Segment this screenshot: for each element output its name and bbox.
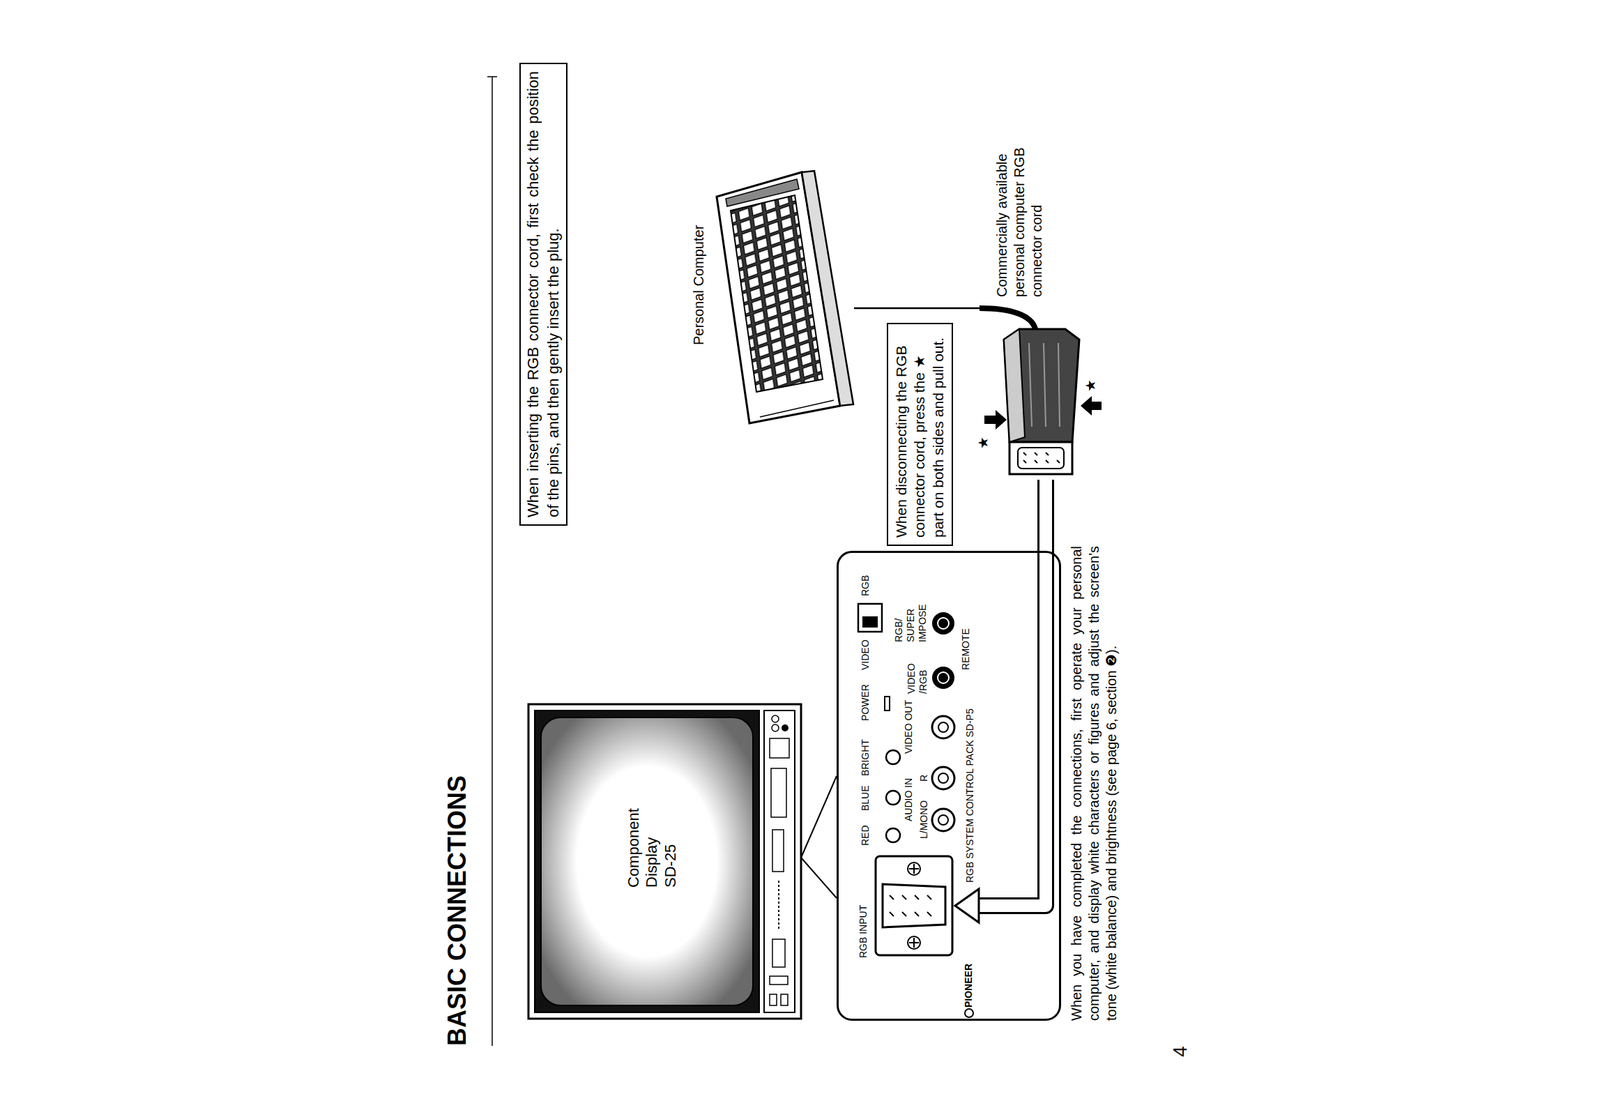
cable-line [854, 307, 980, 310]
page-number: 4 [1168, 1045, 1193, 1057]
rgb-input-socket: RGB INPUT [857, 853, 956, 958]
rgb-connector-cord: Commercially available personal computer… [979, 145, 1103, 480]
heading-rule [487, 76, 498, 1046]
panel-label: RGB SYSTEM CONTROL PACK SD-P5 [964, 708, 977, 883]
callout-line [801, 775, 837, 858]
star-mark: ★ [1082, 379, 1099, 392]
panel-label: VIDEO OUT [902, 699, 915, 754]
rgb-input-socket [875, 856, 953, 956]
panel-label: PIONEER [962, 963, 975, 1008]
cord-band [977, 479, 1046, 906]
connector [955, 479, 1046, 923]
note-text: When disconnecting the RGB connector cor… [892, 331, 948, 538]
panel-label: RGB/ SUPER IMPOSE [893, 604, 928, 643]
note-box: When inserting the RGB connector cord, f… [519, 62, 568, 526]
star-mark: ★ [974, 436, 992, 449]
display-monitor: Component Display SD-25 [528, 704, 802, 1019]
page-title: BASIC CONNECTIONS [442, 775, 472, 1046]
tv-set [528, 704, 802, 1019]
panel-label: VIDEO /RGB [905, 663, 930, 694]
panel-label: POWER [859, 683, 872, 721]
computer-label: Personal Computer [690, 225, 707, 346]
panel-label: BRIGHT [859, 738, 872, 776]
cord-label: Commercially available personal computer… [993, 147, 1046, 297]
panel-label: REMOTE [960, 628, 972, 670]
cord-band [977, 479, 1046, 906]
body-text: When you have completed the connections,… [1068, 545, 1121, 1021]
panel-label: L/MONO [918, 800, 931, 839]
connector [854, 308, 980, 309]
panel-label: AUDIO IN [902, 778, 915, 822]
socket-label: RGB INPUT [857, 904, 870, 958]
arrow-head [955, 888, 979, 923]
panel-label: BLUE [859, 785, 872, 811]
panel-label: RGB [859, 575, 872, 597]
note-box: When disconnecting the RGB connector cor… [886, 322, 954, 546]
rgb-plug [979, 308, 1102, 475]
control-panel-parts [858, 603, 974, 1018]
computer-keyboard [716, 170, 854, 424]
connector [801, 775, 837, 898]
monitor-label: Component Display SD-25 [624, 808, 680, 888]
panel-label: VIDEO [859, 639, 872, 670]
panel-label: RED [859, 824, 872, 846]
callout-line [801, 857, 837, 898]
note-text: When inserting the RGB connector cord, f… [523, 71, 564, 518]
control-panel: RED BLUE BRIGHT POWER VIDEO RGB AUDIO INL/MONO… [836, 550, 1062, 1021]
panel-label: R [918, 774, 931, 782]
personal-computer: Personal Computer [690, 168, 855, 429]
